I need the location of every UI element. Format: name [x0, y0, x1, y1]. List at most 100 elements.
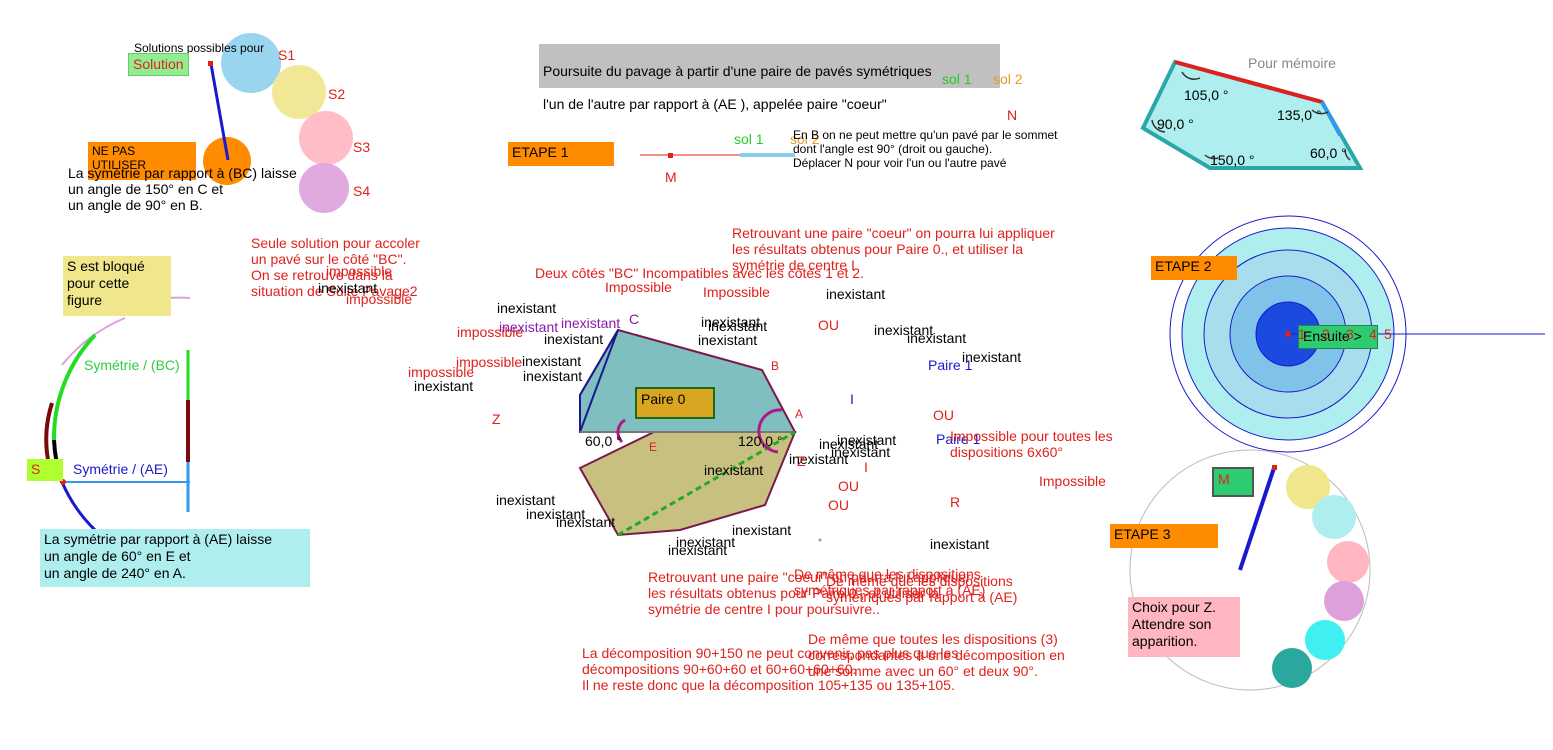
memo-arc-5 — [1344, 149, 1351, 161]
ring-num-4: 4 — [1369, 326, 1377, 342]
angle-arc-a — [757, 408, 783, 454]
ne-pas-utiliser-button[interactable]: NE PAS UTILISER — [88, 142, 196, 180]
etape1-sol2[interactable]: sol 2 — [790, 131, 820, 147]
impossible-c3: impossible — [408, 364, 475, 380]
sym-ae-label: Symétrie / (AE) — [73, 461, 168, 477]
pour-memoire-label: Pour mémoire — [1248, 55, 1336, 71]
sym-ae-text-box: La symétrie par rapport à (AE) laisse un… — [40, 529, 310, 587]
s-button[interactable]: S — [27, 459, 63, 481]
vertex-b: B — [771, 359, 780, 373]
etape3-button[interactable]: ETAPE 3 — [1110, 524, 1218, 548]
deux-cotes-text: Deux côtés "BC" Incompatibles avec les c… — [535, 265, 864, 281]
etape1-m-label: M — [665, 169, 677, 185]
s2-circle[interactable] — [272, 65, 326, 119]
inexistant-c3: inexistant — [544, 331, 604, 347]
inexistant-purple-2: inexistant — [561, 315, 621, 331]
tile-edge-c — [579, 329, 619, 433]
slider-handle-line[interactable] — [209, 63, 230, 161]
paire0-button[interactable]: Paire 0 — [635, 387, 715, 419]
inexistant-c24: inexistant — [930, 536, 990, 552]
decomposition-text: La décomposition 90+150 ne peut convenir… — [582, 645, 959, 694]
etape1-sol1[interactable]: sol 1 — [734, 131, 764, 147]
inexistant-c4: inexistant — [701, 314, 761, 330]
i-label-2: I — [864, 459, 868, 475]
s3-circle[interactable] — [299, 111, 353, 165]
sym-bc-label: Symétrie / (BC) — [84, 357, 180, 373]
etape2-button[interactable]: ETAPE 2 — [1151, 256, 1237, 280]
solutions-possibles-label: Solutions possibles pour — [134, 41, 265, 55]
inexistant-c22: inexistant — [676, 534, 736, 550]
inexistant-c16: inexistant — [789, 451, 849, 467]
etape1-button[interactable]: ETAPE 1 — [508, 142, 614, 166]
arc-darkred — [44, 402, 54, 461]
ou-2: OU — [933, 407, 954, 423]
header-sol1[interactable]: sol 1 — [942, 71, 972, 87]
ou-1: OU — [818, 317, 839, 333]
i-label-1: I — [850, 391, 854, 407]
vertex-a: A — [795, 407, 804, 421]
s1-circle[interactable] — [221, 33, 281, 93]
etape3-handle[interactable] — [1238, 467, 1276, 571]
etape1-info: En B on ne peut mettre qu'un pavé par le… — [793, 128, 1058, 170]
etape3-ball-3[interactable] — [1327, 541, 1369, 583]
s4-label: S4 — [353, 183, 371, 199]
sym-bc-text: La symétrie par rapport à (BC) laisse un… — [68, 165, 297, 214]
inexistant-c10: inexistant — [522, 353, 582, 369]
etape3-ball-4[interactable] — [1324, 581, 1364, 621]
inexistant-purple-1: inexistant — [499, 319, 559, 335]
slider-handle-point[interactable] — [208, 61, 213, 66]
memo-angle-135: 135,0 ° — [1277, 107, 1322, 123]
de-meme-1: De même que les dispositions symétriques… — [794, 566, 986, 599]
ring-num-1: 1 — [1298, 326, 1306, 342]
inexistant-c14: inexistant — [837, 432, 897, 448]
n-label[interactable]: N — [1007, 107, 1018, 123]
inexistant-c2: inexistant — [497, 300, 557, 316]
de-meme-2: De même que toutes les dispositions (3) … — [808, 631, 1065, 680]
solution-button[interactable]: Solution — [128, 53, 189, 76]
etape3-ball-2[interactable] — [1312, 495, 1356, 539]
header-sol2[interactable]: sol 2 — [993, 71, 1023, 87]
inexistant-c1: inexistant — [826, 286, 886, 302]
vertex-z-2: Z — [797, 453, 806, 469]
impossible-cap-3: Impossible — [1039, 473, 1106, 489]
inexistant-c21: inexistant — [732, 522, 792, 538]
memo-edge-red — [1174, 60, 1323, 104]
impossible-toutes: Impossible pour toutes les dispositions … — [950, 428, 1113, 461]
ou-3: OU — [838, 478, 859, 494]
title-line-1: Poursuite du pavage à partir d'une paire… — [543, 62, 932, 79]
memo-angle-150: 150,0 ° — [1210, 152, 1255, 168]
etape3-ball-5[interactable] — [1305, 620, 1345, 660]
impossible-c1: impossible — [457, 324, 524, 340]
vertex-e: E — [649, 440, 658, 454]
angle-arc-e — [616, 418, 626, 444]
etape3-ball-6[interactable] — [1272, 648, 1312, 688]
etape3-handle-point[interactable] — [1272, 465, 1277, 470]
s2-label: S2 — [328, 86, 346, 102]
m-point[interactable] — [668, 153, 673, 158]
paire1-label-1: Paire 1 — [928, 357, 973, 373]
angle-120: 120,0 ° — [738, 433, 783, 449]
etape3-m-button[interactable]: M — [1212, 467, 1254, 497]
inexistant-c8: inexistant — [907, 330, 967, 346]
retrouvant-bottom: Retrouvant une paire "coeur" on pourra l… — [648, 569, 971, 618]
s4-circle[interactable] — [299, 163, 349, 213]
memo-edge-blue — [1320, 101, 1342, 136]
inexistant-c11: inexistant — [523, 368, 583, 384]
retrouvant-top: Retrouvant une paire "coeur" on pourra l… — [732, 225, 1055, 274]
inexistant-c17: inexistant — [704, 462, 764, 478]
ring-num-5: 5 — [1384, 326, 1392, 342]
inexistant-c18: inexistant — [496, 492, 556, 508]
de-meme-1-dup: De même que les dispositions symétriques… — [826, 573, 1018, 606]
memo-angle-90: 90,0 ° — [1157, 116, 1194, 132]
memo-arc-2 — [1311, 109, 1329, 115]
s-bloque-box: S est bloqué pour cette figure — [63, 256, 171, 316]
ne-pas-utiliser-circle — [203, 137, 251, 185]
paire1-label-2: Paire 1 — [936, 431, 981, 447]
diagonal-dashed — [617, 430, 796, 537]
inexistant-c9: inexistant — [962, 349, 1022, 365]
etape2-center[interactable] — [1285, 331, 1291, 337]
ensuite-button[interactable]: Ensuite > — [1298, 325, 1378, 349]
etape3-ball-1[interactable] — [1286, 465, 1330, 509]
impossible-cap-2: Impossible — [703, 284, 770, 300]
inexistant-c6: inexistant — [698, 332, 758, 348]
